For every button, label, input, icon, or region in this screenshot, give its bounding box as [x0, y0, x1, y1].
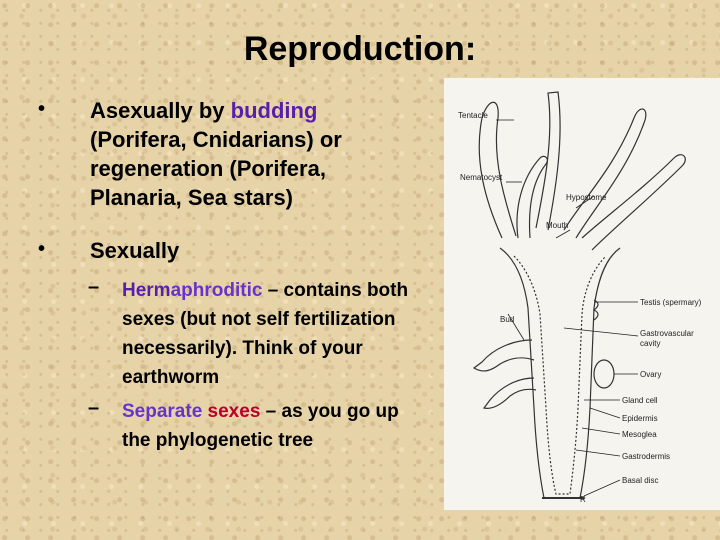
bullet-asexual-line3: regeneration (Porifera, [90, 154, 342, 183]
bud-lower [482, 377, 537, 409]
label-ovary: Ovary [640, 370, 661, 379]
label-gastrodermis: Gastrodermis [622, 452, 670, 461]
sub-hermaphroditic: Hermaphroditic – contains both sexes (bu… [122, 276, 432, 392]
tentacle-right [581, 154, 686, 251]
leader-lines [496, 119, 639, 497]
hydra-body [472, 91, 686, 499]
term-herm: Herm [122, 280, 171, 301]
dash-marker: – [88, 397, 100, 419]
bullet-asexual-line4: Planaria, Sea stars) [90, 183, 342, 212]
hydra-drawing: Tentacle Nematocyst Hypostome Mouth Test… [458, 91, 702, 504]
label-mesoglea: Mesoglea [622, 430, 657, 439]
bud-upper [472, 339, 535, 372]
label-hypostome: Hypostome [566, 193, 607, 202]
term-aphroditic: aphroditic [170, 280, 263, 301]
tentacle-left [478, 101, 517, 239]
label-cavity: cavity [640, 339, 660, 348]
label-mouth: Mouth [546, 221, 568, 230]
label-gastrovascular: Gastrovascular [640, 329, 694, 338]
text-hermaphroditic-desc: – contains both sexes (but not self fert… [122, 280, 409, 388]
text-planaria: Planaria, Sea stars) [90, 185, 294, 210]
slide-title: Reproduction: [243, 30, 477, 68]
label-corner: R [580, 495, 586, 504]
text-separate-desc: – as you go up the phylogenetic tree [122, 401, 399, 451]
tentacle-inner [516, 155, 548, 239]
tentacle-mid-right [563, 108, 647, 239]
text-regeneration: regeneration (Porifera, [90, 156, 326, 181]
bullet-marker: • [38, 98, 46, 120]
figure-labels: Tentacle Nematocyst Hypostome Mouth Test… [458, 111, 702, 504]
body-wall-outer [499, 247, 621, 499]
sub-separate-sexes: Separate sexes – as you go up the phylog… [122, 397, 432, 455]
body-wall-inner [513, 255, 607, 495]
term-sexes: sexes [207, 401, 261, 422]
label-nematocyst: Nematocyst [460, 173, 503, 182]
testis-shape [592, 299, 599, 321]
term-budding: budding [230, 98, 318, 123]
bullet-marker: • [38, 238, 46, 260]
bullet-sexually: Sexually [90, 238, 180, 263]
ovary-shape [593, 359, 615, 389]
label-tentacle: Tentacle [458, 111, 488, 120]
bullet-asexual: Asexually by budding (Porifera, Cnidaria… [90, 96, 342, 212]
tentacle-mid-left [535, 91, 561, 231]
dash-marker: – [88, 276, 100, 298]
label-bud: Bud [500, 315, 514, 324]
label-basal-disc: Basal disc [622, 476, 658, 485]
label-epidermis: Epidermis [622, 414, 658, 423]
bullet-asexual-line2: (Porifera, Cnidarians) or [90, 125, 342, 154]
hydra-diagram: Tentacle Nematocyst Hypostome Mouth Test… [444, 78, 720, 510]
text-porifera-cnidarians: (Porifera, Cnidarians) or [90, 127, 342, 152]
label-testis: Testis (spermary) [640, 298, 702, 307]
bullet-asexual-line1: Asexually by budding [90, 98, 318, 123]
label-gland-cell: Gland cell [622, 396, 658, 405]
term-separate: Separate [122, 401, 208, 422]
